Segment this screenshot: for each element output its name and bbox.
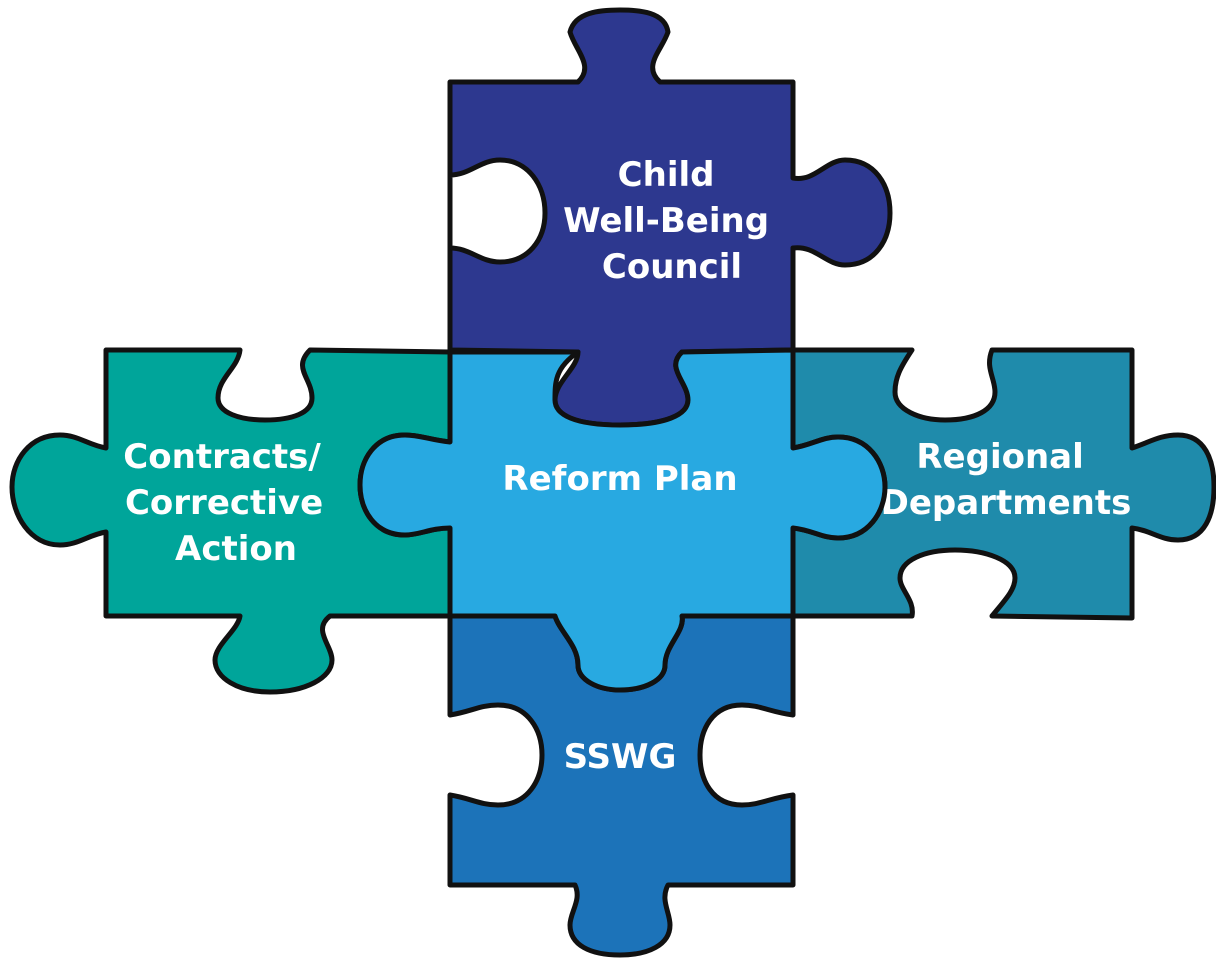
label-regional-departments: Regional Departments — [881, 437, 1132, 523]
label-left-line-1: Contracts/ — [123, 437, 321, 477]
puzzle-piece-reform-plan: Reform Plan — [357, 347, 888, 693]
label-top-line-1: Child — [618, 155, 715, 195]
label-top-line-3: Council — [602, 247, 742, 287]
piece-shape-center — [357, 347, 888, 693]
label-reform-plan: Reform Plan — [502, 459, 737, 499]
label-contracts-corrective-action: Contracts/ Corrective Action — [123, 437, 335, 569]
puzzle-piece-contracts-corrective-action: Contracts/ Corrective Action — [9, 347, 453, 695]
top-left-notch — [447, 157, 548, 265]
puzzle-piece-child-wellbeing-council: Child Well-Being Council — [447, 7, 893, 428]
label-top-line-2: Well-Being — [563, 201, 769, 241]
label-center-line-1: Reform Plan — [502, 459, 737, 499]
label-bottom-line-1: SSWG — [564, 737, 677, 777]
label-child-wellbeing-council: Child Well-Being Council — [563, 155, 781, 287]
label-left-line-2: Corrective — [125, 483, 323, 523]
piece-shape-left — [9, 347, 453, 695]
label-right-line-2: Departments — [881, 483, 1132, 523]
puzzle-piece-regional-departments: Regional Departments — [790, 347, 1216, 621]
label-left-line-3: Action — [175, 529, 297, 569]
label-right-line-1: Regional — [916, 437, 1083, 477]
label-sswg: SSWG — [564, 737, 677, 777]
